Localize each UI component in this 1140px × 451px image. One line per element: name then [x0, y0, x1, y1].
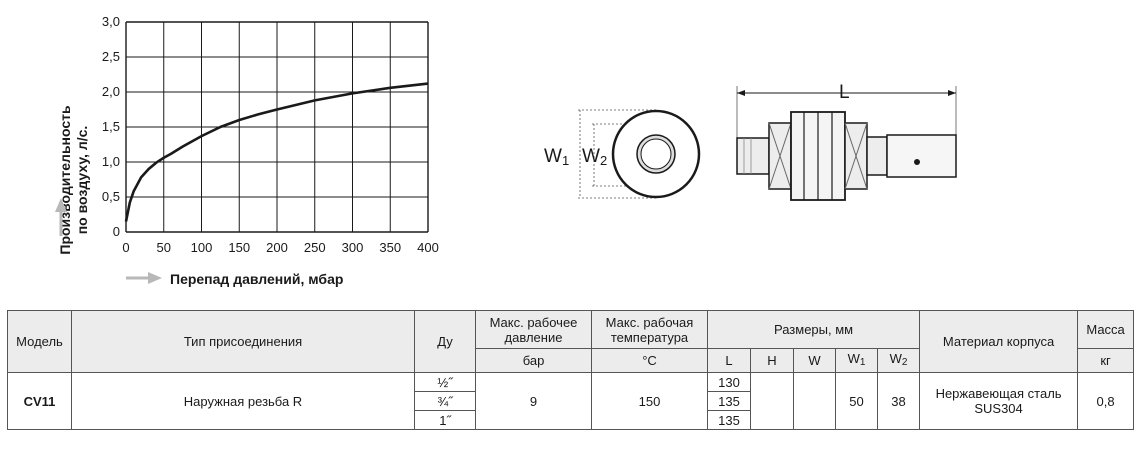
cell-w	[793, 372, 836, 430]
x-axis-arrow-icon	[126, 272, 162, 284]
cell-du-1: ½˝	[414, 372, 476, 392]
x-tick-label: 150	[228, 240, 250, 255]
flow-curve-series	[124, 82, 429, 222]
x-tick-label: 250	[304, 240, 326, 255]
header-temperature-unit: °C	[591, 348, 708, 373]
cell-connection: Наружная резьба R	[71, 372, 415, 430]
side-view: L	[736, 82, 957, 201]
y-tick-label: 1,0	[102, 154, 120, 169]
cell-temperature: 150	[591, 372, 708, 430]
y-tick-label: 0	[113, 224, 120, 239]
header-du: Ду	[414, 310, 476, 373]
header-material: Материал корпуса	[919, 310, 1079, 373]
x-tick-label: 400	[417, 240, 439, 255]
x-axis-title: Перепад давлений, мбар	[170, 271, 343, 287]
y-tick-label: 2,5	[102, 49, 120, 64]
cell-l-1: 130	[707, 372, 751, 392]
cell-l-3: 135	[707, 410, 751, 430]
spec-table: Модель Тип присоединения Ду Макс. рабоче…	[7, 310, 1135, 430]
label-w1: W1	[544, 146, 569, 168]
cell-h	[750, 372, 794, 430]
flow-chart: 0 50 100 150 200 250 300 350 400 0 0,5 1,0 1,5 2,0 2,5…	[55, 14, 439, 287]
x-tick-label: 50	[157, 240, 171, 255]
y-axis-title-line2: по воздуху, л/с.	[74, 126, 90, 235]
header-connection: Тип присоединения	[71, 310, 415, 373]
y-tick-label: 2,0	[102, 84, 120, 99]
cell-du-2: ¾˝	[414, 391, 476, 411]
valve-drawing: W1 W2 L	[544, 82, 957, 201]
header-dim-w1: W1	[835, 348, 878, 373]
x-tick-label: 0	[122, 240, 129, 255]
header-pressure: Макс. рабочее давление	[475, 310, 592, 349]
header-pressure-unit: бар	[475, 348, 592, 373]
label-l: L	[839, 82, 850, 103]
header-dim-h: H	[750, 348, 794, 373]
label-w2: W2	[582, 146, 607, 168]
chart-grid	[125, 21, 429, 233]
header-dimensions: Размеры, мм	[706, 310, 921, 349]
header-dim-w: W	[793, 348, 836, 373]
header-model: Модель	[7, 310, 72, 373]
y-tick-label: 0,5	[102, 189, 120, 204]
cell-w1: 50	[835, 372, 878, 430]
y-tick-label: 3,0	[102, 14, 120, 29]
cell-mass: 0,8	[1077, 372, 1135, 430]
header-dim-w2: W2	[876, 348, 921, 373]
x-tick-label: 100	[191, 240, 213, 255]
cell-l-2: 135	[707, 391, 751, 411]
cell-pressure: 9	[475, 372, 592, 430]
cell-w2: 38	[876, 372, 921, 430]
header-dim-l: L	[707, 348, 751, 373]
header-temperature: Макс. рабочая температура	[591, 310, 708, 349]
header-mass-unit: кг	[1077, 348, 1135, 373]
y-tick-label: 1,5	[102, 119, 120, 134]
end-view: W1 W2	[544, 109, 701, 199]
cell-model: CV11	[7, 372, 72, 430]
x-tick-label: 200	[266, 240, 288, 255]
chart-ticks: 0 50 100 150 200 250 300 350 400 0 0,5 1,0 1,5 2,0 2,5…	[102, 14, 439, 255]
header-mass: Масса	[1077, 310, 1135, 349]
y-axis-arrow-icon	[55, 198, 67, 236]
cell-du-3: 1˝	[414, 410, 476, 430]
x-tick-label: 300	[342, 240, 364, 255]
cell-material: Нержавеющая сталь SUS304	[919, 372, 1079, 430]
x-tick-label: 350	[379, 240, 401, 255]
